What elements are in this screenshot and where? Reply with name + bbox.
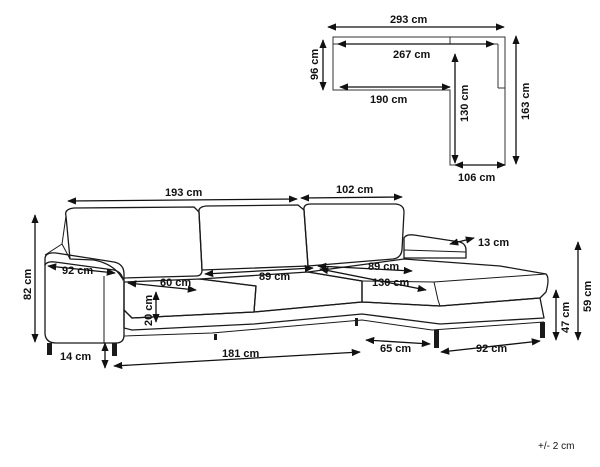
label-102: 102 cm xyxy=(336,184,374,196)
label-96: 96 cm xyxy=(309,49,321,80)
dim-line-130-seat xyxy=(319,267,427,292)
right-armrest-edge xyxy=(403,249,467,253)
left-armrest xyxy=(44,252,125,344)
back-cushion-middle xyxy=(198,204,309,271)
dim-line-60 xyxy=(127,280,197,293)
label-181: 181 cm xyxy=(222,348,260,360)
label-59: 59 cm xyxy=(582,281,594,312)
label-130-seat: 130 cm xyxy=(372,277,410,289)
leg-chaise-front xyxy=(434,330,439,348)
label-92-arm: 92 cm xyxy=(62,265,93,277)
tolerance-note: +/- 2 cm xyxy=(538,441,575,452)
label-89-mid: 89 cm xyxy=(259,271,290,283)
plan-outline xyxy=(332,36,506,166)
seat-cushion-chaise xyxy=(307,258,549,307)
leg-chaise-right xyxy=(540,322,545,338)
label-47: 47 cm xyxy=(560,302,572,333)
back-cushion-right xyxy=(303,203,405,267)
plan-view: 293 cm 267 cm 96 cm 163 cm 190 cm 130 cm… xyxy=(309,14,532,184)
right-armrest xyxy=(403,234,467,259)
label-267: 267 cm xyxy=(393,49,431,61)
dim-line-92-base xyxy=(440,338,541,355)
label-163: 163 cm xyxy=(520,82,532,120)
label-13: 13 cm xyxy=(478,237,509,249)
chaise-cushion-front xyxy=(433,281,441,307)
leg-back-mid xyxy=(214,334,217,340)
dim-line-89-mid xyxy=(204,264,314,278)
label-60: 60 cm xyxy=(160,277,191,289)
sofa-drawing xyxy=(44,203,549,356)
label-92-base: 92 cm xyxy=(476,343,507,355)
dim-line-65 xyxy=(365,336,431,348)
dim-line-92-arm xyxy=(47,263,116,276)
back-side-2 xyxy=(44,243,63,256)
leg-front-left xyxy=(47,343,52,355)
label-193: 193 cm xyxy=(165,187,203,199)
label-106: 106 cm xyxy=(458,172,496,184)
label-190: 190 cm xyxy=(370,94,408,106)
dim-line-193 xyxy=(67,195,298,205)
label-293: 293 cm xyxy=(390,14,428,26)
label-14: 14 cm xyxy=(60,351,91,363)
label-130: 130 cm xyxy=(459,84,471,122)
label-20: 20 cm xyxy=(143,295,155,326)
leg-front-mid xyxy=(112,343,117,356)
dim-line-13 xyxy=(449,236,475,246)
label-89-right: 89 cm xyxy=(368,261,399,273)
dim-line-181 xyxy=(113,348,361,370)
label-82: 82 cm xyxy=(22,269,34,300)
leg-back-right xyxy=(355,318,358,326)
label-65: 65 cm xyxy=(380,343,411,355)
sofa-dimensions: 193 cm 102 cm 13 cm 92 cm 82 cm 60 cm 89… xyxy=(22,184,594,370)
sofa-base xyxy=(123,297,545,331)
base-underside xyxy=(123,319,545,337)
dim-line-102 xyxy=(300,193,403,202)
